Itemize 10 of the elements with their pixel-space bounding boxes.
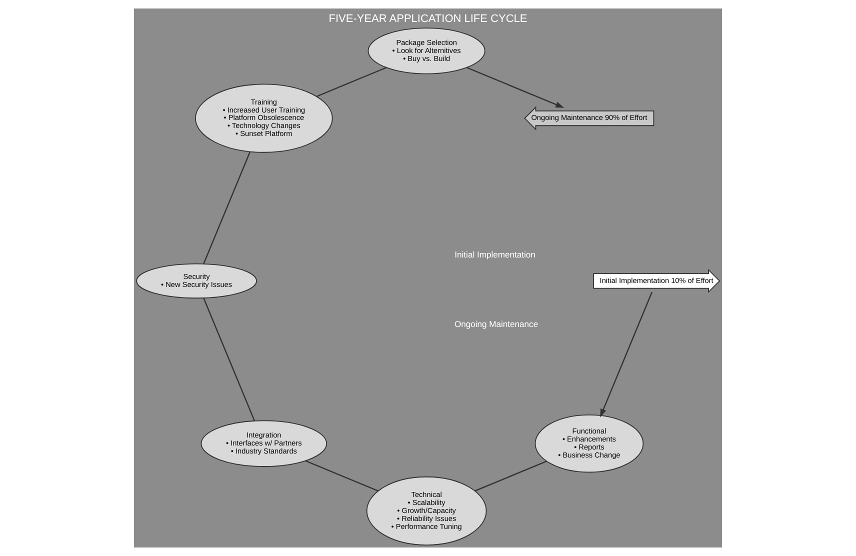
connector <box>474 460 547 492</box>
label: Ongoing Maintenance <box>454 319 538 330</box>
connector <box>305 460 378 492</box>
connector <box>316 67 387 97</box>
label: Initial Implementation <box>454 250 536 260</box>
arrow <box>466 67 564 108</box>
connector <box>203 298 256 422</box>
arrow <box>600 292 653 418</box>
connector <box>203 152 251 264</box>
diagram-title: FIVE-YEAR APPLICATION LIFE CYCLE <box>328 13 528 26</box>
